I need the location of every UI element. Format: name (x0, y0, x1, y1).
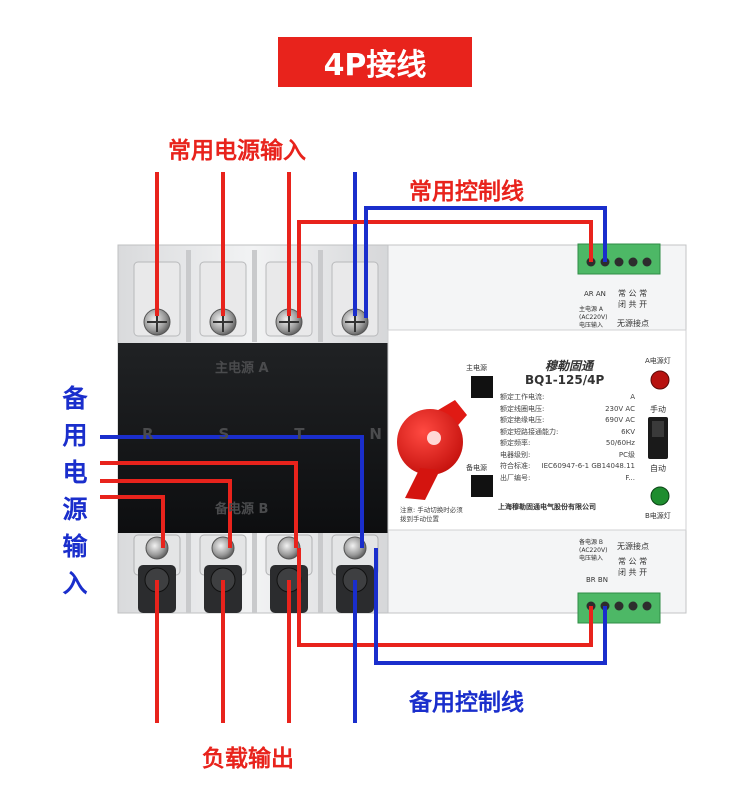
wire-backup-control-blue (374, 548, 607, 665)
wire-main-control-red (297, 220, 593, 318)
wire-backup-R (100, 495, 165, 548)
main-source-window (471, 376, 493, 398)
backup-power-input-label: 备用电源输入 (62, 384, 88, 598)
wire-main-control-blue (364, 206, 607, 318)
manufacturer: 上海穆勒固通电气股份有限公司 (498, 503, 596, 511)
spec-row: 符合标准:IEC60947-6-1 GB14048.11 (500, 462, 635, 470)
main-control-line-label: 常用控制线 (409, 179, 524, 205)
top-terminal-ids: AR AN (584, 290, 606, 298)
model-number: BQ1-125/4P (525, 373, 605, 387)
load-output-label: 负载输出 (202, 746, 294, 772)
spec-row: 额定绝缘电压:690V AC (500, 416, 635, 424)
phase-N: N (369, 425, 382, 443)
a-lamp-label: A电源灯 (645, 357, 671, 365)
a-power-lamp (650, 370, 670, 390)
top-contact-cols: 常 公 常 闭 共 开 (618, 289, 648, 309)
spec-row: 电器级别:PC级 (500, 450, 635, 459)
main-source-tag: 主电源 (466, 364, 487, 372)
bottom-contact-desc: 无源接点 (617, 542, 649, 551)
brand-logo: 穆勒固通 (545, 359, 594, 373)
phase-T: T (294, 425, 305, 443)
phase-S: S (218, 425, 230, 443)
bottom-contact-cols: 常 公 常 闭 共 开 (618, 557, 648, 577)
backup-source-window (471, 475, 493, 497)
auto-label: 自动 (650, 464, 666, 473)
spec-row: 额定线圈电压:230V AC (500, 404, 635, 413)
controller-body (387, 243, 687, 624)
b-power-lamp (650, 486, 670, 506)
bottom-terminal-ids: BR BN (586, 576, 608, 584)
b-lamp-label: B电源灯 (645, 512, 671, 520)
phase-labels: R S T N (142, 425, 382, 443)
panel-top-label: 主电源 A (215, 361, 269, 376)
spec-row: 出厂编号:F... (500, 473, 635, 482)
bottom-terminal-desc: 备电源 B (AC220V) 电压输入 (579, 539, 608, 562)
backup-control-line-label: 备用控制线 (409, 690, 524, 716)
top-terminal-screws (143, 308, 369, 336)
spec-table: 额定工作电流:A 额定线圈电压:230V AC 额定绝缘电压:690V AC 额… (500, 392, 635, 484)
manual-label: 手动 (650, 405, 666, 414)
phase-R: R (142, 425, 154, 443)
wire-backup-T (100, 461, 298, 548)
wire-backup-control-red (297, 548, 593, 647)
wire-backup-N (100, 435, 364, 548)
spec-row: 额定工作电流:A (500, 393, 635, 401)
wire-backup-S (100, 479, 232, 548)
main-power-input-label: 常用电源输入 (168, 138, 306, 164)
note: 注意: 手动切换时必须 拨到手动位置 (400, 506, 463, 523)
spec-row: 额定频率:50/60Hz (500, 439, 635, 447)
backup-source-tag: 备电源 (466, 464, 487, 472)
page-title: 4P接线 (278, 37, 472, 87)
manual-rotary-knob[interactable] (397, 400, 467, 500)
top-contact-desc: 无源接点 (617, 319, 649, 328)
bottom-terminal-screws (145, 536, 367, 560)
wires (100, 172, 607, 723)
spec-row: 额定短路接通能力:6KV (500, 427, 635, 436)
top-terminal-desc: 主电源 A (AC220V) 电压输入 (579, 306, 608, 329)
panel-bottom-label: 备电源 B (215, 502, 269, 517)
